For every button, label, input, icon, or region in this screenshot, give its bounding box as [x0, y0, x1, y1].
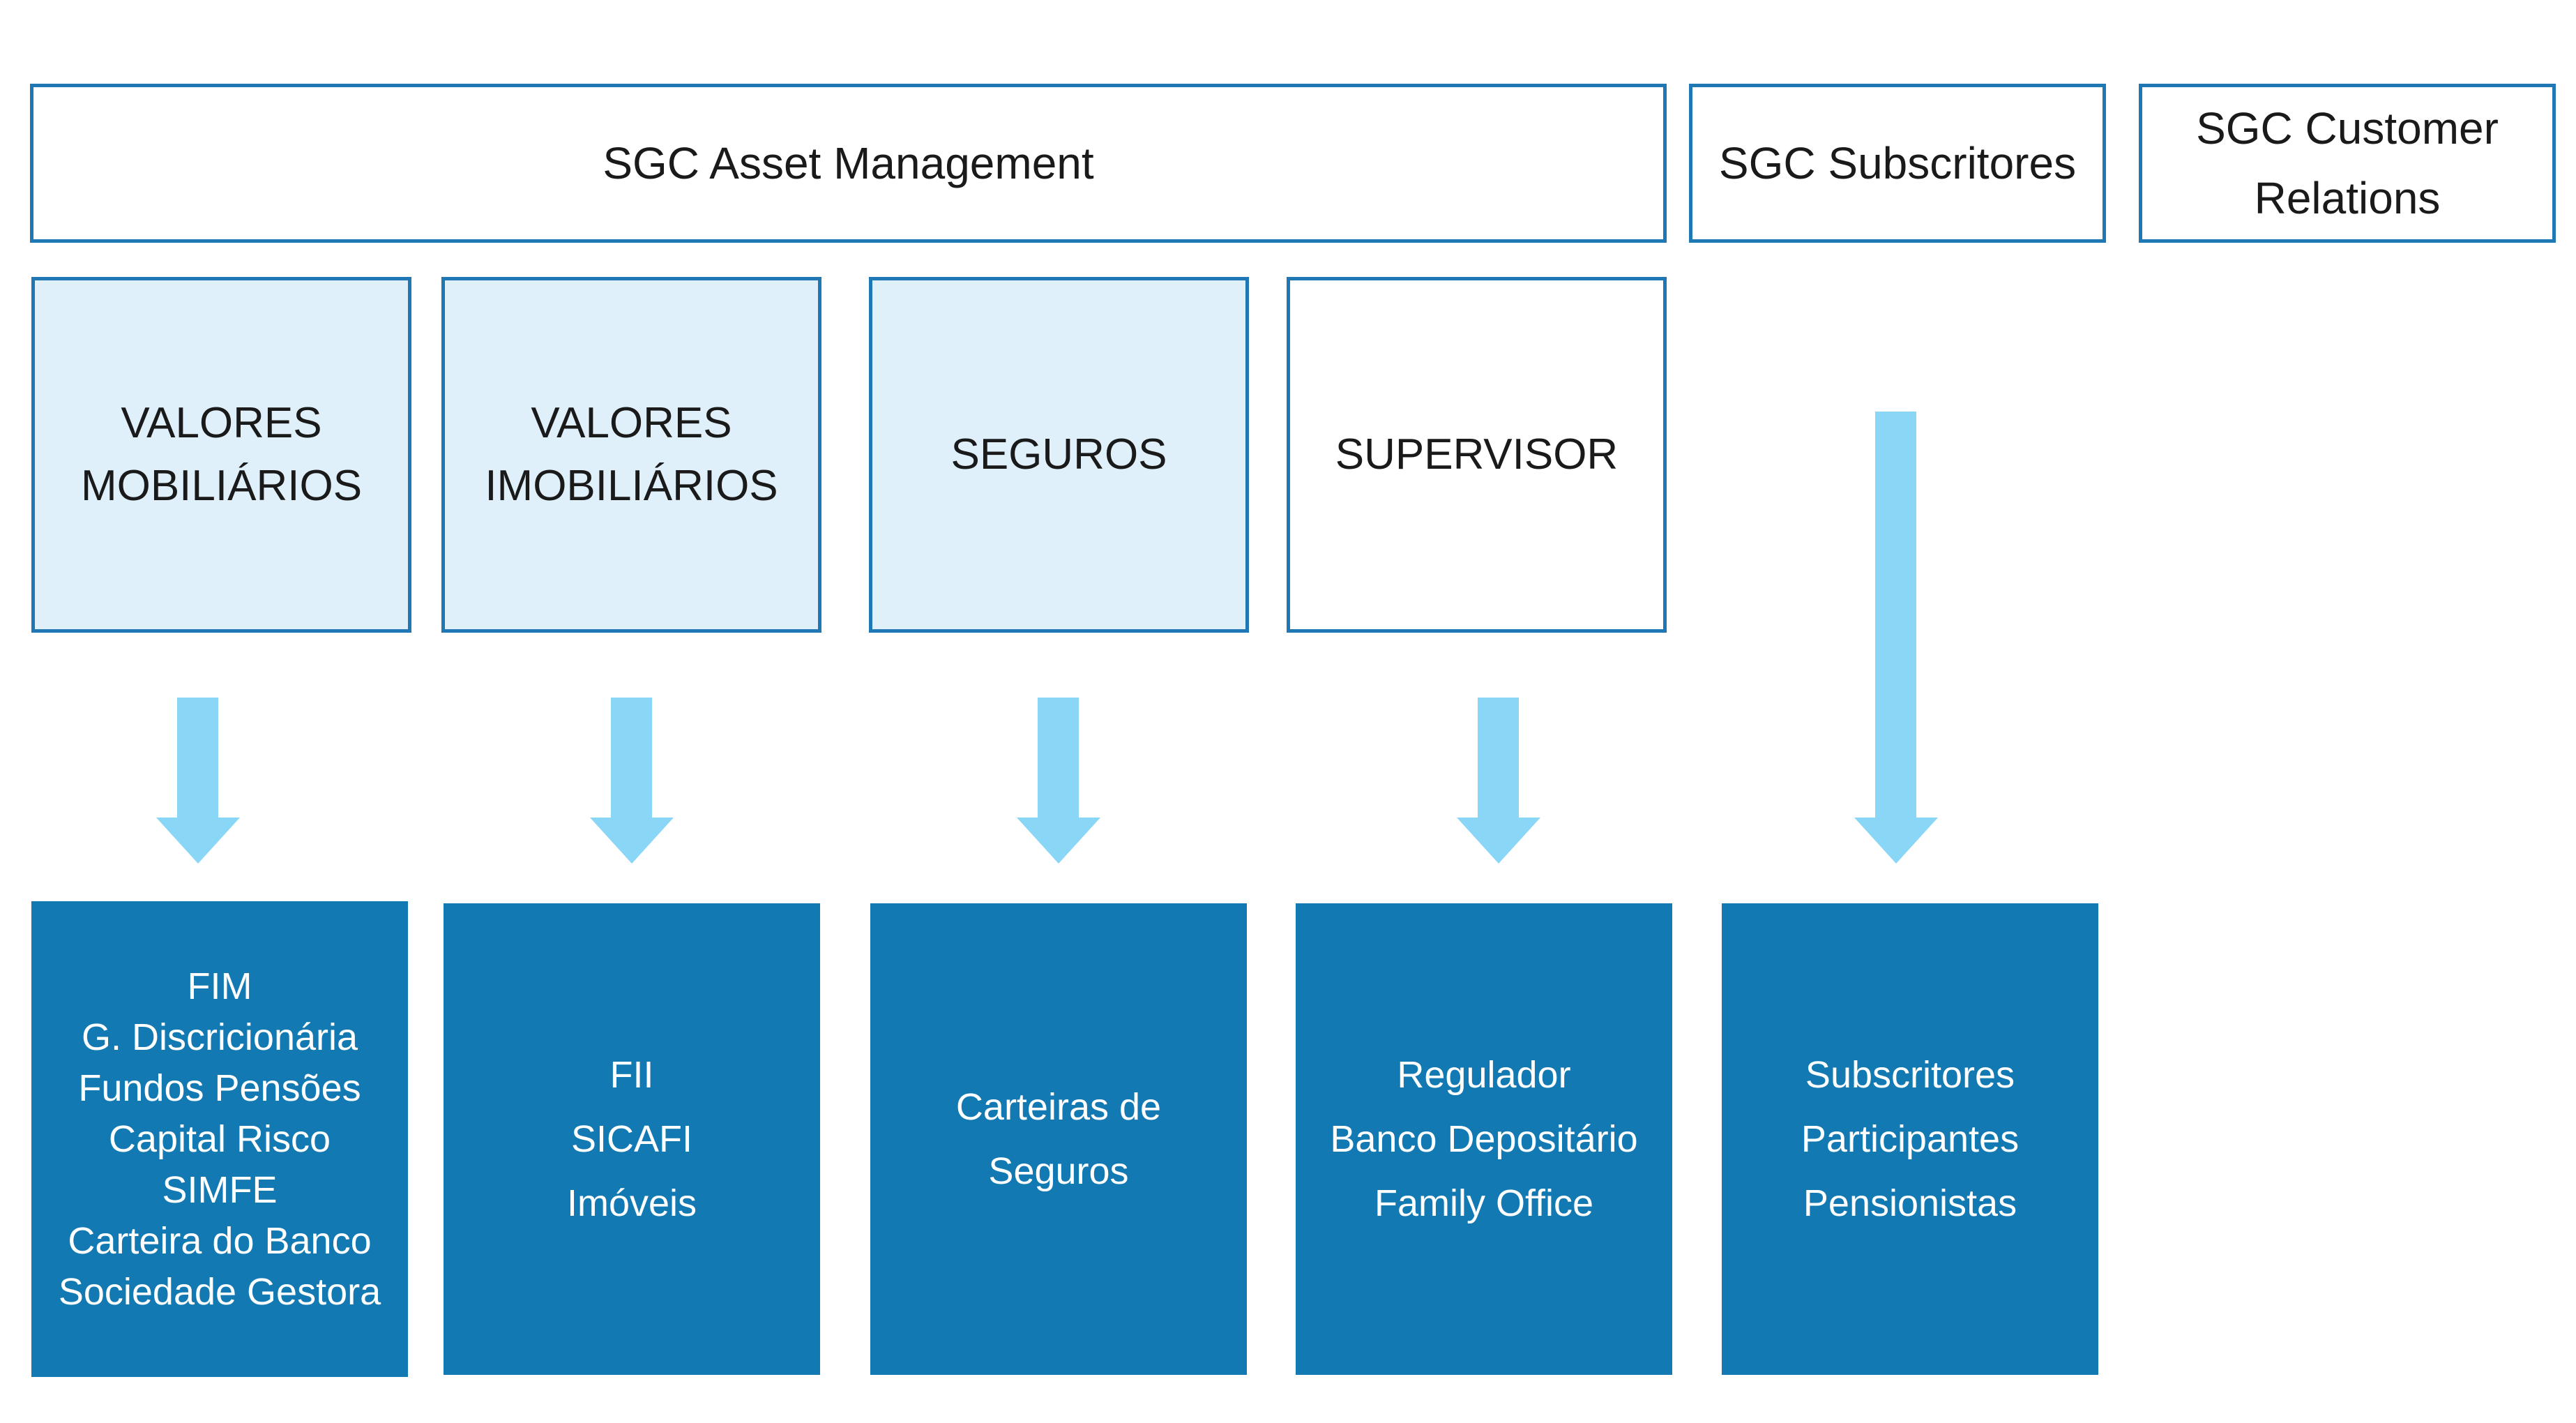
supervisor-details-box: Regulador Banco Depositário Family Offic… — [1296, 903, 1672, 1375]
box-line: SGC Subscritores — [1718, 138, 2077, 188]
subscritores-details-box: Subscritores Participantes Pensionistas — [1722, 903, 2098, 1375]
box-line: SGC Asset Management — [603, 138, 1094, 188]
box-line: SUPERVISOR — [1335, 430, 1619, 479]
box-line: Participantes — [1801, 1118, 2020, 1160]
box-line: MOBILIÁRIOS — [80, 462, 363, 510]
seguros-box: SEGUROS — [869, 277, 1249, 633]
arrow-down-imobiliarios — [590, 698, 674, 864]
box-line: Banco Depositário — [1330, 1118, 1638, 1160]
arrow-down-seguros — [1017, 698, 1100, 864]
valores-imobiliarios-box: VALORES IMOBILIÁRIOS — [441, 277, 821, 633]
box-line: SGC Customer — [2196, 103, 2499, 153]
box-line: SEGUROS — [950, 430, 1167, 479]
box-line: G. Discricionária — [81, 1016, 358, 1058]
box-line: Pensionistas — [1803, 1182, 2017, 1224]
valores-mobiliarios-box: VALORES MOBILIÁRIOS — [31, 277, 411, 633]
box-line: Seguros — [988, 1150, 1129, 1192]
box-line: FIM — [187, 965, 252, 1007]
box-line: VALORES — [531, 399, 732, 447]
arrow-down-supervisor — [1457, 698, 1540, 864]
arrow-down-mobiliarios — [156, 698, 240, 864]
mobiliarios-details-box: FIM G. Discricionária Fundos Pensões Cap… — [31, 901, 408, 1377]
imobiliarios-details-box: FII SICAFI Imóveis — [444, 903, 820, 1375]
box-line: Imóveis — [566, 1182, 697, 1224]
arrow-down-subscritores — [1854, 412, 1938, 864]
supervisor-box: SUPERVISOR — [1287, 277, 1667, 633]
box-line: IMOBILIÁRIOS — [485, 462, 778, 510]
sgc-subscritores-box: SGC Subscritores — [1689, 84, 2106, 243]
box-line: Fundos Pensões — [78, 1067, 361, 1109]
sgc-customer-relations-box: SGC Customer Relations — [2139, 84, 2556, 243]
box-line: Regulador — [1397, 1054, 1571, 1096]
box-line: Sociedade Gestora — [58, 1270, 381, 1313]
seguros-details-box: Carteiras de Seguros — [870, 903, 1247, 1375]
box-line: SICAFI — [570, 1118, 692, 1160]
box-line: SIMFE — [162, 1168, 278, 1211]
box-line: Subscritores — [1805, 1054, 2015, 1096]
sgc-asset-management-box: SGC Asset Management — [30, 84, 1667, 243]
box-line: Relations — [2254, 173, 2441, 223]
box-line: VALORES — [121, 399, 322, 447]
box-line: Carteira do Banco — [68, 1219, 372, 1262]
box-line: Family Office — [1374, 1182, 1594, 1224]
box-line: Capital Risco — [108, 1117, 331, 1160]
box-line: FII — [609, 1054, 654, 1096]
box-line: Carteiras de — [955, 1086, 1162, 1128]
